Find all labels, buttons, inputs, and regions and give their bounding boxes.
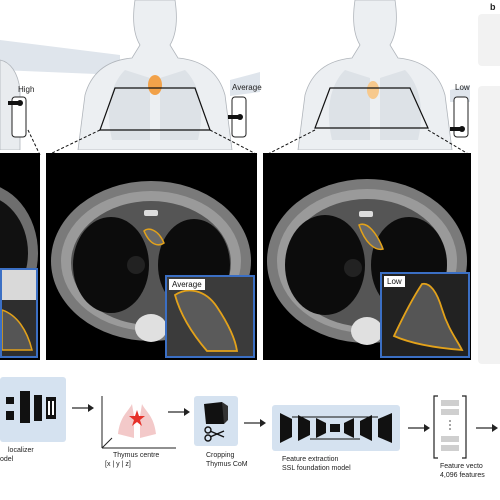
torso-figure-average <box>77 0 233 150</box>
panel-b-card-bottom <box>478 86 500 364</box>
arrow-icon <box>168 408 190 416</box>
inset-label-average: Average <box>169 279 205 290</box>
level-label-average: Average <box>232 83 262 92</box>
panel-letter-b: b <box>490 2 496 12</box>
panel-b-card-top <box>478 14 500 66</box>
pipeline-label-feature-extraction-1: Feature extraction <box>282 456 339 463</box>
pipeline-label-thymus-centre-2: [x | y | z] <box>105 461 131 468</box>
pipeline-label-feature-extraction-2: SSL foundation model <box>282 465 351 472</box>
arrow-icon <box>72 404 94 412</box>
inset-label-low: Low <box>384 276 405 287</box>
thymus-shape <box>148 75 162 95</box>
pipeline-box-cropping <box>194 396 238 446</box>
connector-lines <box>27 129 471 156</box>
level-label-low: Low <box>455 83 470 92</box>
scissors-icon <box>204 426 225 442</box>
star-icon <box>129 410 145 426</box>
pipeline-box-localizer <box>0 377 66 442</box>
feature-vector-icon <box>433 395 467 459</box>
level-indicator-low <box>450 95 480 140</box>
inset-low: Low <box>380 272 470 358</box>
arrow-icon <box>244 419 266 427</box>
arrow-icon <box>476 424 498 432</box>
thymus-centre-plot <box>101 396 176 449</box>
pipeline-label-thymus-centre-1: Thymus centre <box>113 452 160 459</box>
level-indicator-average <box>228 95 258 140</box>
thymus-shape <box>367 81 379 99</box>
inset-high <box>0 268 38 358</box>
pipeline-label-localizer-1: localizer <box>8 447 34 454</box>
pipeline-box-feature-extraction <box>272 405 400 451</box>
pipeline-label-feature-vector-2: 4,096 features <box>440 472 485 479</box>
pipeline-label-localizer-2: odel <box>0 456 14 463</box>
pipeline-label-cropping-1: Cropping <box>206 452 235 459</box>
pipeline-label-feature-vector-1: Feature vecto <box>440 463 483 470</box>
inset-average: Average <box>165 275 255 358</box>
pipeline-label-cropping-2: Thymus CoM <box>206 461 248 468</box>
arrow-icon <box>408 424 430 432</box>
level-label-high: High <box>18 85 35 94</box>
level-indicator-high <box>8 95 38 140</box>
torso-figure-low <box>297 0 453 150</box>
